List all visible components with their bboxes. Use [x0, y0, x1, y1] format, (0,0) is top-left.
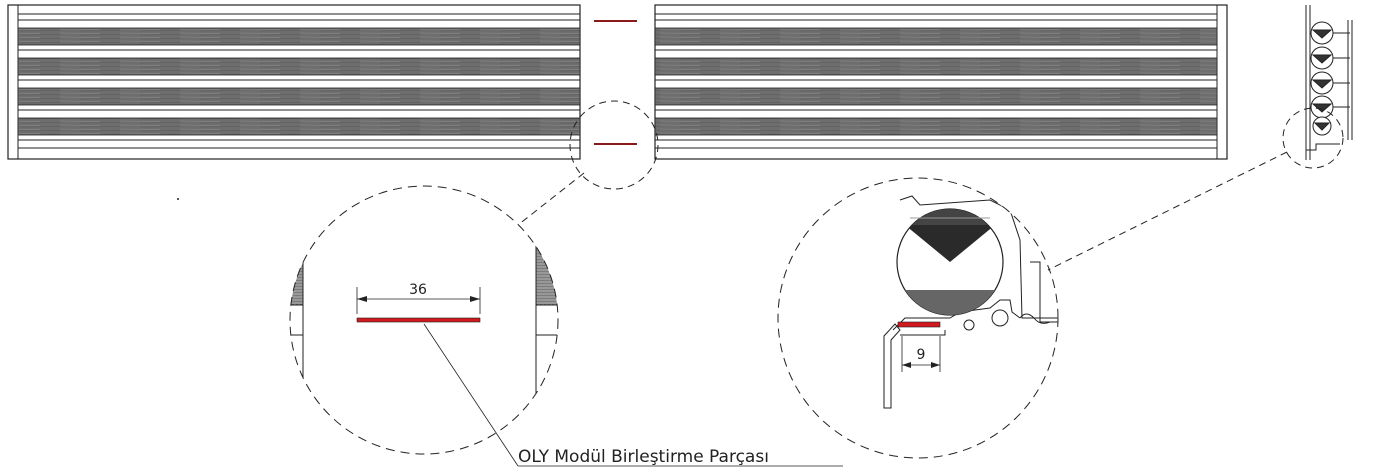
slat: [17, 27, 581, 46]
detail-enlarged-left: 36: [289, 185, 559, 455]
detail-marker-right: [1282, 107, 1344, 169]
slat: [654, 57, 1218, 76]
dimension-label-36: 36: [409, 282, 427, 298]
slat: [17, 117, 581, 136]
dimension-label-9: 9: [917, 347, 926, 363]
profile-ball: [1312, 116, 1332, 136]
slat: [17, 87, 581, 106]
callout-label: OLY Modül Birleştirme Parçası: [518, 447, 769, 467]
stray-dot: [177, 198, 179, 200]
connector-piece-highlight-right: [897, 321, 941, 328]
callout: OLY Modül Birleştirme Parçası: [423, 323, 843, 467]
detail-leader-right: [1047, 151, 1288, 271]
right-panel: [654, 4, 1228, 160]
left-panel: [7, 4, 581, 160]
connector-piece-highlight: [356, 317, 481, 323]
profile-ball: [1310, 71, 1350, 95]
side-profile: [1305, 5, 1353, 160]
slat: [654, 87, 1218, 106]
profile-ball: [1310, 95, 1350, 119]
detail-leader-left: [517, 172, 585, 226]
detail-marker-left: [569, 100, 659, 190]
slat: [654, 117, 1218, 136]
detail-ball: [896, 208, 1004, 316]
slat: [654, 27, 1218, 46]
profile-ball: [1310, 46, 1350, 70]
profile-ball: [1310, 21, 1350, 45]
slat: [17, 57, 581, 76]
detail-enlarged-right: 9: [777, 177, 1059, 459]
